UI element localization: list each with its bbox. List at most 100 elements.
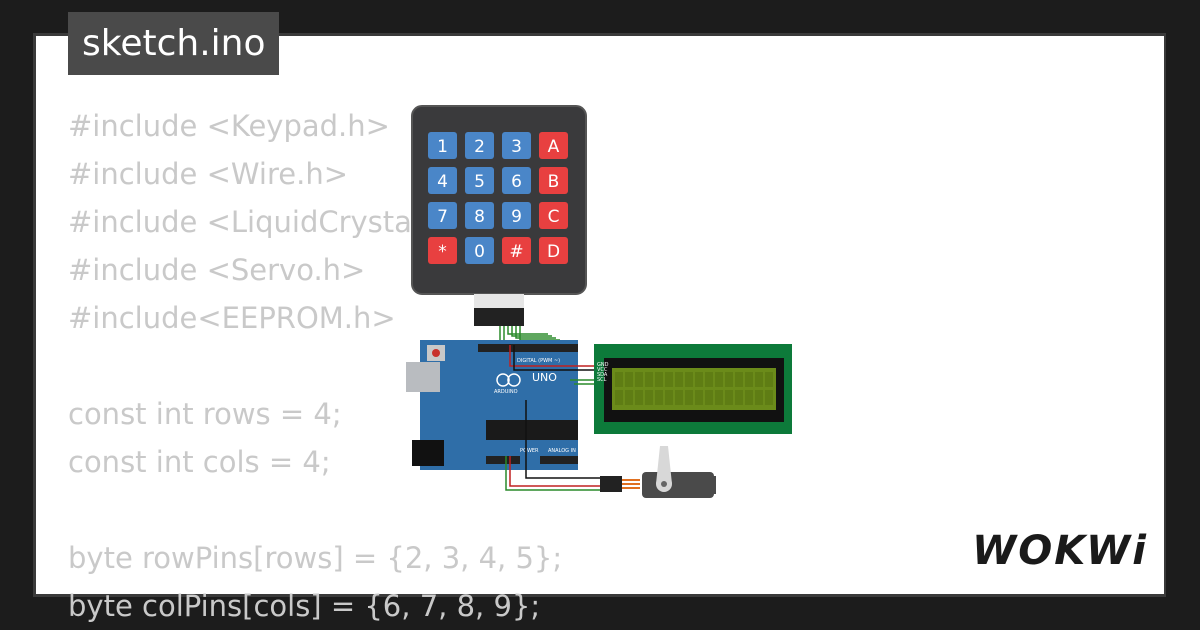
lcd-cell — [625, 390, 633, 405]
keypad-key-0[interactable] — [465, 237, 494, 264]
lcd-cell — [625, 372, 633, 387]
keypad-key-label: 4 — [437, 172, 448, 192]
keypad-key-C[interactable] — [539, 202, 568, 229]
lcd-cell — [645, 372, 653, 387]
code-line: #include<EEPROM.h> — [68, 301, 396, 335]
lcd-cell — [715, 390, 723, 405]
digital-header — [478, 344, 578, 352]
keypad-key-#[interactable] — [502, 237, 531, 264]
keypad-key-label: 9 — [511, 207, 522, 227]
code-line: const int rows = 4; — [68, 397, 342, 431]
lcd-pin-label: VCC — [597, 367, 608, 373]
code-editor[interactable]: #include <Keypad.h> #include <Wire.h> #inc… — [68, 102, 1158, 630]
code-line: byte rowPins[rows] = {2, 3, 4, 5}; — [68, 541, 563, 575]
lcd-cell — [635, 372, 643, 387]
atmega-chip — [486, 420, 578, 440]
code-line — [68, 486, 1158, 534]
code-line: const int cols = 4; — [68, 445, 331, 479]
lcd-pin-label: SCL — [597, 377, 607, 383]
keypad-key-4[interactable] — [428, 167, 457, 194]
lcd-cell — [695, 390, 703, 405]
keypad-key-label: # — [509, 242, 523, 262]
keypad-key-6[interactable] — [502, 167, 531, 194]
code-line: byte colPins[cols] = {6, 7, 8, 9}; — [68, 589, 541, 623]
keypad-key-3[interactable] — [502, 132, 531, 159]
keypad-key-D[interactable] — [539, 237, 568, 264]
arduino-uno[interactable]: UNO ARDUINO DIGITAL (PWM ~) POWER ANALOG… — [406, 340, 578, 470]
lcd-cell — [725, 390, 733, 405]
board-brand: ARDUINO — [494, 389, 518, 395]
lcd-cell — [665, 372, 673, 387]
keypad-key-1[interactable] — [428, 132, 457, 159]
lcd-cell — [685, 372, 693, 387]
lcd-cell — [655, 372, 663, 387]
lcd-cell — [735, 372, 743, 387]
lcd-cell — [705, 390, 713, 405]
keypad-key-label: A — [548, 137, 560, 157]
keypad-key-label: 3 — [511, 137, 522, 157]
lcd-cell — [655, 390, 663, 405]
keypad-key-2[interactable] — [465, 132, 494, 159]
lcd-cell — [645, 390, 653, 405]
lcd-character-grid — [615, 372, 773, 405]
keypad-key-label: B — [548, 172, 560, 192]
lcd-cell — [765, 390, 773, 405]
code-line: #include <Servo.h> — [68, 253, 366, 287]
keypad-key-label: 5 — [474, 172, 485, 192]
lcd-cell — [745, 372, 753, 387]
lcd-cell — [755, 372, 763, 387]
keypad-key-B[interactable] — [539, 167, 568, 194]
code-line: #include <LiquidCrystal_I2C.h> — [68, 205, 534, 239]
keypad-key-A[interactable] — [539, 132, 568, 159]
servo-motor[interactable] — [600, 446, 716, 498]
keypad-key-8[interactable] — [465, 202, 494, 229]
lcd-pin-label: SDA — [597, 372, 608, 378]
power-header — [486, 456, 520, 464]
usb-port — [406, 362, 440, 392]
servo-wires — [505, 400, 602, 491]
lcd-cell — [675, 372, 683, 387]
lcd-cell — [685, 390, 693, 405]
code-line: #include <Wire.h> — [68, 157, 349, 191]
analog-header — [540, 456, 578, 464]
keypad-key-*[interactable] — [428, 237, 457, 264]
keypad-key-label: D — [547, 242, 560, 262]
lcd-cell — [735, 390, 743, 405]
lcd-cell — [745, 390, 753, 405]
keypad-connector — [474, 308, 524, 326]
lcd-cell — [755, 390, 763, 405]
wokwi-logo: WOKWi — [972, 528, 1148, 574]
file-tab[interactable]: sketch.ino — [68, 12, 280, 75]
code-line: #include <Keypad.h> — [68, 109, 390, 143]
keypad-key-9[interactable] — [502, 202, 531, 229]
lcd-cell — [675, 390, 683, 405]
keypad-key-5[interactable] — [465, 167, 494, 194]
keypad-key-label: 1 — [437, 137, 448, 157]
lcd-cell — [725, 372, 733, 387]
keypad-key-label: * — [438, 242, 447, 262]
keypad-key-label: C — [548, 207, 560, 227]
lcd-cell — [695, 372, 703, 387]
keypad-key-label: 2 — [474, 137, 485, 157]
keypad-key-label: 0 — [474, 242, 485, 262]
digital-label: DIGITAL (PWM ~) — [517, 358, 560, 364]
lcd-cell — [615, 372, 623, 387]
lcd-cell — [615, 390, 623, 405]
lcd-cell — [635, 390, 643, 405]
keypad-key-label: 7 — [437, 207, 448, 227]
preview-card: #include <Keypad.h> #include <Wire.h> #inc… — [36, 36, 1164, 623]
keypad-key-label: 6 — [511, 172, 522, 192]
keypad-key-7[interactable] — [428, 202, 457, 229]
power-jack — [412, 440, 444, 466]
lcd-cell — [715, 372, 723, 387]
lcd-pin-label: GND — [597, 362, 609, 368]
lcd-cell — [765, 372, 773, 387]
board-model: UNO — [532, 371, 557, 384]
analog-label: ANALOG IN — [548, 448, 576, 454]
power-label: POWER — [520, 448, 539, 454]
lcd-cell — [705, 372, 713, 387]
lcd-cell — [665, 390, 673, 405]
